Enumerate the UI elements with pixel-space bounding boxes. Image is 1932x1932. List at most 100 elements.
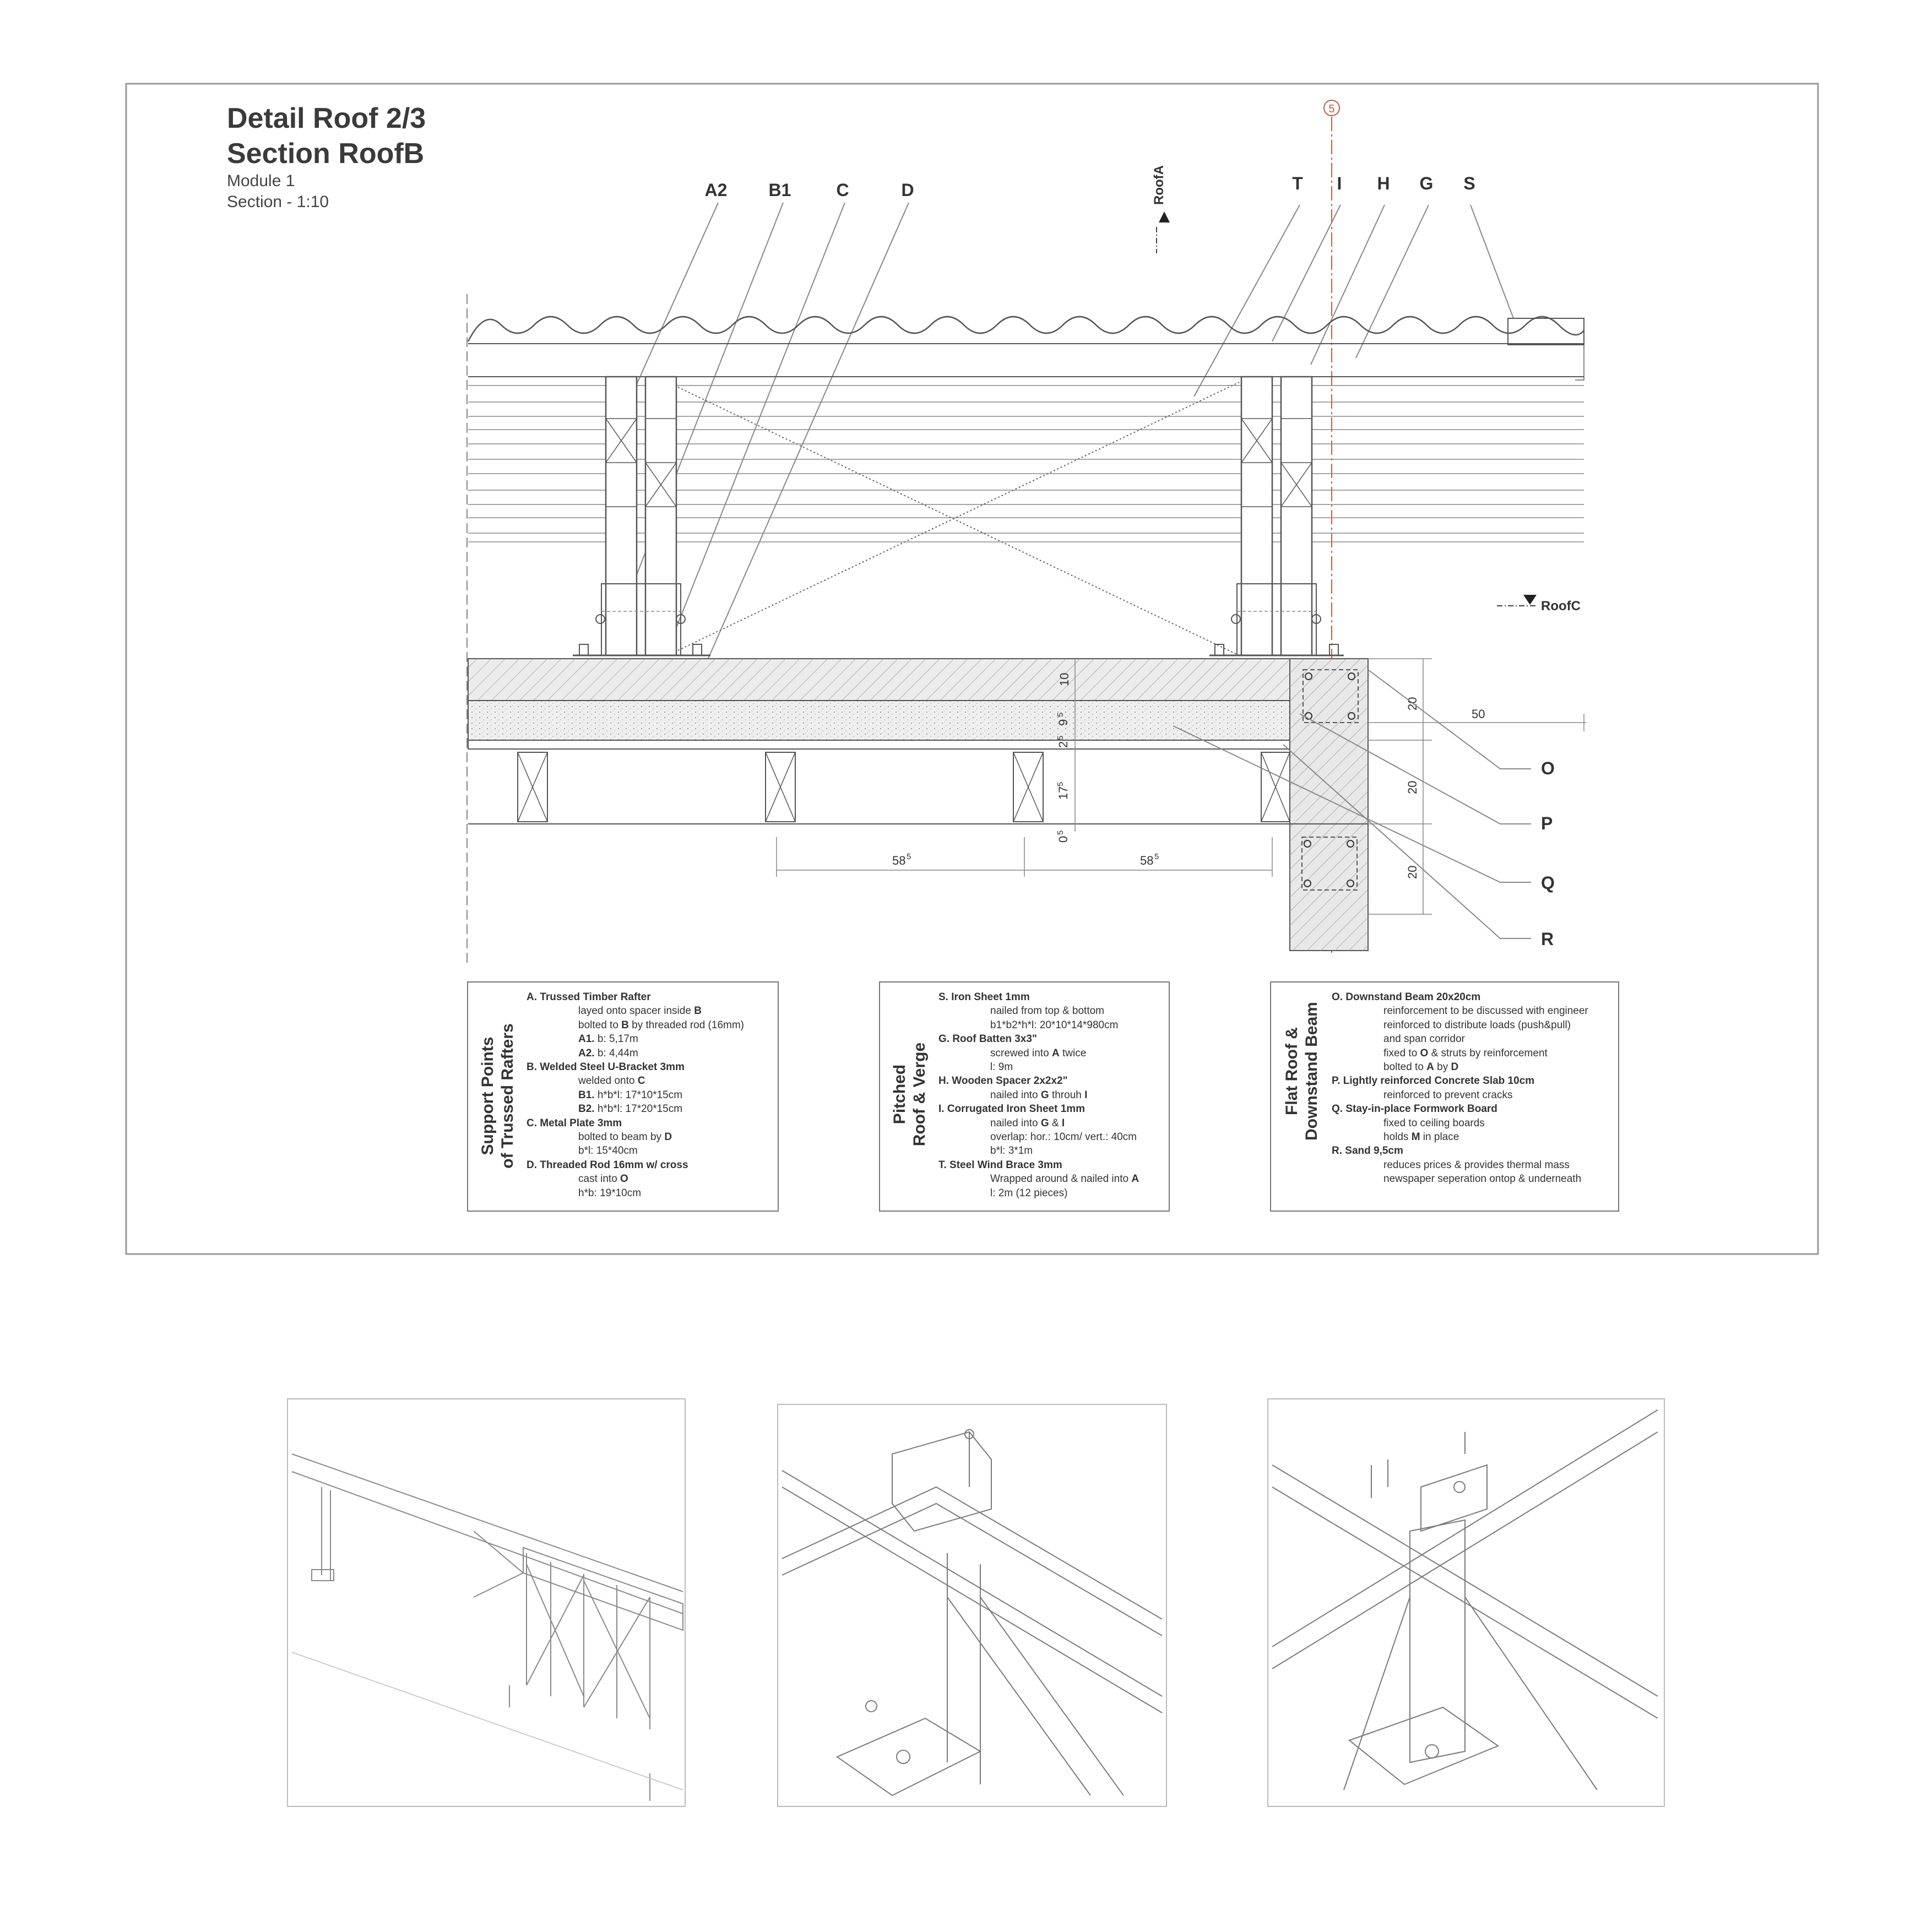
legend-line: Q. Stay-in-place Formwork Board [1332, 1102, 1588, 1116]
svg-text:5: 5 [1056, 831, 1065, 835]
legend-key: M [1411, 1131, 1420, 1143]
legend-key: B2. [578, 1103, 595, 1115]
svg-text:0: 0 [1056, 836, 1070, 843]
legend-text: b: 5,17m [594, 1033, 638, 1045]
legend-line: D. Threaded Rod 16mm w/ cross [527, 1158, 744, 1172]
wind-brace-cross [667, 382, 1240, 656]
callout-h: H [1377, 173, 1390, 193]
legend-text: nailed from top & bottom [990, 1005, 1104, 1017]
legend-text: h*b*l: 17*20*15cm [594, 1103, 683, 1115]
svg-text:RoofA: RoofA [1152, 165, 1166, 205]
legend-line: reduces prices & provides thermal mass [1332, 1158, 1588, 1172]
callouts-right: O P Q R [1173, 669, 1555, 949]
legend-line: A1. b: 5,17m [527, 1032, 744, 1046]
callout-a2: A2 [705, 180, 728, 200]
legend-line: reinforced to prevent cracks [1332, 1088, 1588, 1102]
legend-text: fixed to [1383, 1047, 1420, 1059]
legend-line: reinforced to distribute loads (push&pul… [1332, 1018, 1588, 1032]
legend-line: fixed to ceiling boards [1332, 1116, 1588, 1130]
legend-key: A [1051, 1047, 1060, 1059]
legend-key: B. Welded Steel U-Bracket 3mm [527, 1061, 685, 1073]
legend-line: R. Sand 9,5cm [1332, 1144, 1588, 1158]
legend-line: O. Downstand Beam 20x20cm [1332, 990, 1588, 1004]
legend-line: A. Trussed Timber Rafter [527, 990, 744, 1004]
legend-line: holds M in place [1332, 1130, 1588, 1144]
callout-s: S [1463, 173, 1475, 193]
grid-axis-label: 5 [1328, 103, 1334, 115]
legend-key: A1. [578, 1033, 595, 1045]
legend-key: Q. Stay-in-place Formwork Board [1332, 1103, 1497, 1115]
legend-key: O. Downstand Beam 20x20cm [1332, 991, 1481, 1003]
svg-text:2: 2 [1056, 741, 1070, 748]
legend-line: h*b: 19*10cm [527, 1186, 744, 1200]
legend-line: overlap: hor.: 10cm/ vert.: 40cm [938, 1130, 1139, 1144]
legend-line: layed onto spacer inside B [527, 1004, 744, 1018]
legend-key: T. Steel Wind Brace 3mm [938, 1159, 1062, 1171]
verge-sheet [1507, 318, 1584, 345]
grid-axis-bubble [1323, 100, 1340, 116]
legend-text: b: 4,44m [594, 1047, 638, 1059]
legend-text: by threaded rod (16mm) [628, 1019, 744, 1031]
svg-text:20: 20 [1405, 866, 1419, 879]
dimensions-vertical: 10 9 5 2 5 17 5 0 5 [1056, 659, 1076, 843]
legend-key: P. Lightly reinforced Concrete Slab 10cm [1332, 1075, 1535, 1087]
legend-text: h*b: 19*10cm [578, 1187, 642, 1199]
title-line-1: Detail Roof 2/3 [227, 102, 426, 134]
callout-g: G [1420, 173, 1434, 193]
legend-text: reduces prices & provides thermal mass [1383, 1159, 1570, 1171]
legend-text: h*b*l: 17*10*15cm [594, 1089, 683, 1101]
corrugated-sheet [467, 316, 1584, 342]
legend-line: b1*b2*h*l: 20*10*14*980cm [938, 1018, 1139, 1032]
legend-line: A2. b: 4,44m [527, 1046, 744, 1060]
dimensions-beam: 20 20 20 50 [1368, 658, 1586, 915]
callout-d: D [901, 180, 914, 200]
legend-text: newspaper seperation ontop & underneath [1383, 1173, 1582, 1185]
legend-line: C. Metal Plate 3mm [527, 1116, 744, 1130]
dimensions-horizontal: 58 5 58 5 [776, 837, 1273, 877]
legend-key: G [1040, 1089, 1049, 1101]
title-line-2: Section RoofB [227, 138, 424, 170]
svg-text:5: 5 [1056, 736, 1065, 740]
legend-key: G. Roof Batten 3x3" [938, 1033, 1037, 1045]
legend-key: A [1426, 1061, 1434, 1073]
legend-line: bolted to beam by D [527, 1130, 744, 1144]
legend-key: C [637, 1075, 645, 1087]
legend-text: nailed into [990, 1089, 1041, 1101]
legend-line: nailed into G & I [938, 1116, 1139, 1130]
legend-key: I [1061, 1117, 1065, 1129]
legend-key: B1. [578, 1089, 595, 1101]
legend-line: nailed from top & bottom [938, 1004, 1139, 1018]
legend-text: bolted to beam by [578, 1131, 665, 1143]
perspective-sketch-truss [287, 1398, 686, 1807]
legend-text: reinforced to prevent cracks [1383, 1089, 1513, 1101]
callout-p: P [1541, 813, 1553, 833]
legend-line: T. Steel Wind Brace 3mm [938, 1158, 1139, 1172]
legend-line: fixed to O & struts by reinforcement [1332, 1046, 1588, 1060]
legend-key: O [1420, 1047, 1429, 1059]
legend-key: I. Corrugated Iron Sheet 1mm [938, 1103, 1086, 1115]
legend-key: D. Threaded Rod 16mm w/ cross [527, 1159, 688, 1171]
module-label: Module 1 [227, 172, 295, 190]
svg-text:50: 50 [1472, 707, 1485, 721]
callouts-top: A2 B1 C D T I H G S [611, 173, 1584, 689]
legend-line: B. Welded Steel U-Bracket 3mm [527, 1060, 744, 1074]
callout-b1: B1 [769, 180, 791, 200]
formwork-board [468, 740, 1290, 750]
downstand-beam [1289, 658, 1369, 951]
ceiling-joists [468, 748, 1290, 824]
callout-o: O [1541, 758, 1555, 778]
legend-key: A. Trussed Timber Rafter [527, 991, 651, 1003]
legend-line: cast into O [527, 1172, 744, 1186]
callout-c: C [836, 180, 849, 200]
legend-text: fixed to ceiling boards [1383, 1117, 1485, 1129]
legend-line: B1. h*b*l: 17*10*15cm [527, 1088, 744, 1102]
legend-key: H. Wooden Spacer 2x2x2" [938, 1075, 1068, 1087]
legend-line: screwed into A twice [938, 1046, 1139, 1060]
legend-text: b*l: 15*40cm [578, 1145, 638, 1157]
legend-line: b*l: 15*40cm [527, 1144, 744, 1158]
